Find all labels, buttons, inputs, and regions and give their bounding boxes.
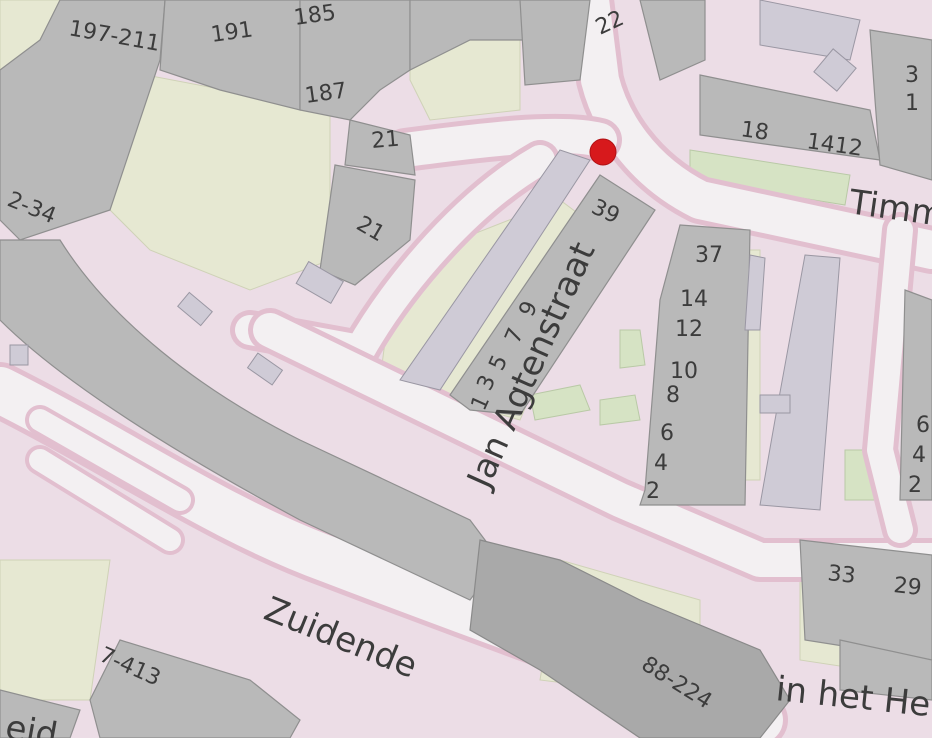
- house-number-label: 2: [908, 473, 922, 498]
- house-number-label: 187: [303, 78, 348, 109]
- house-number-label: 18: [739, 117, 770, 146]
- house-number-label: 2: [646, 479, 660, 504]
- house-number-label: 8: [666, 383, 680, 408]
- house-number-label: 6: [660, 421, 674, 446]
- house-number-label: 4: [912, 443, 926, 468]
- house-number-label: 10: [670, 359, 698, 384]
- house-number-label: 1: [905, 91, 919, 116]
- house-number-label: 29: [892, 573, 922, 601]
- house-number-label: 185: [292, 0, 337, 31]
- house-number-label: 3: [905, 63, 919, 88]
- small-structures: [9, 48, 857, 414]
- location-dot-icon[interactable]: [589, 138, 617, 166]
- house-number-label: 12: [675, 317, 703, 342]
- house-number-label: 33: [826, 561, 856, 589]
- house-number-label: 4: [654, 451, 668, 476]
- house-number-label: 21: [370, 127, 400, 154]
- house-number-label: 37: [695, 243, 723, 268]
- house-number-label: 6: [916, 413, 930, 438]
- house-number-label: 14: [680, 287, 708, 312]
- house-number-label: 191: [209, 17, 254, 48]
